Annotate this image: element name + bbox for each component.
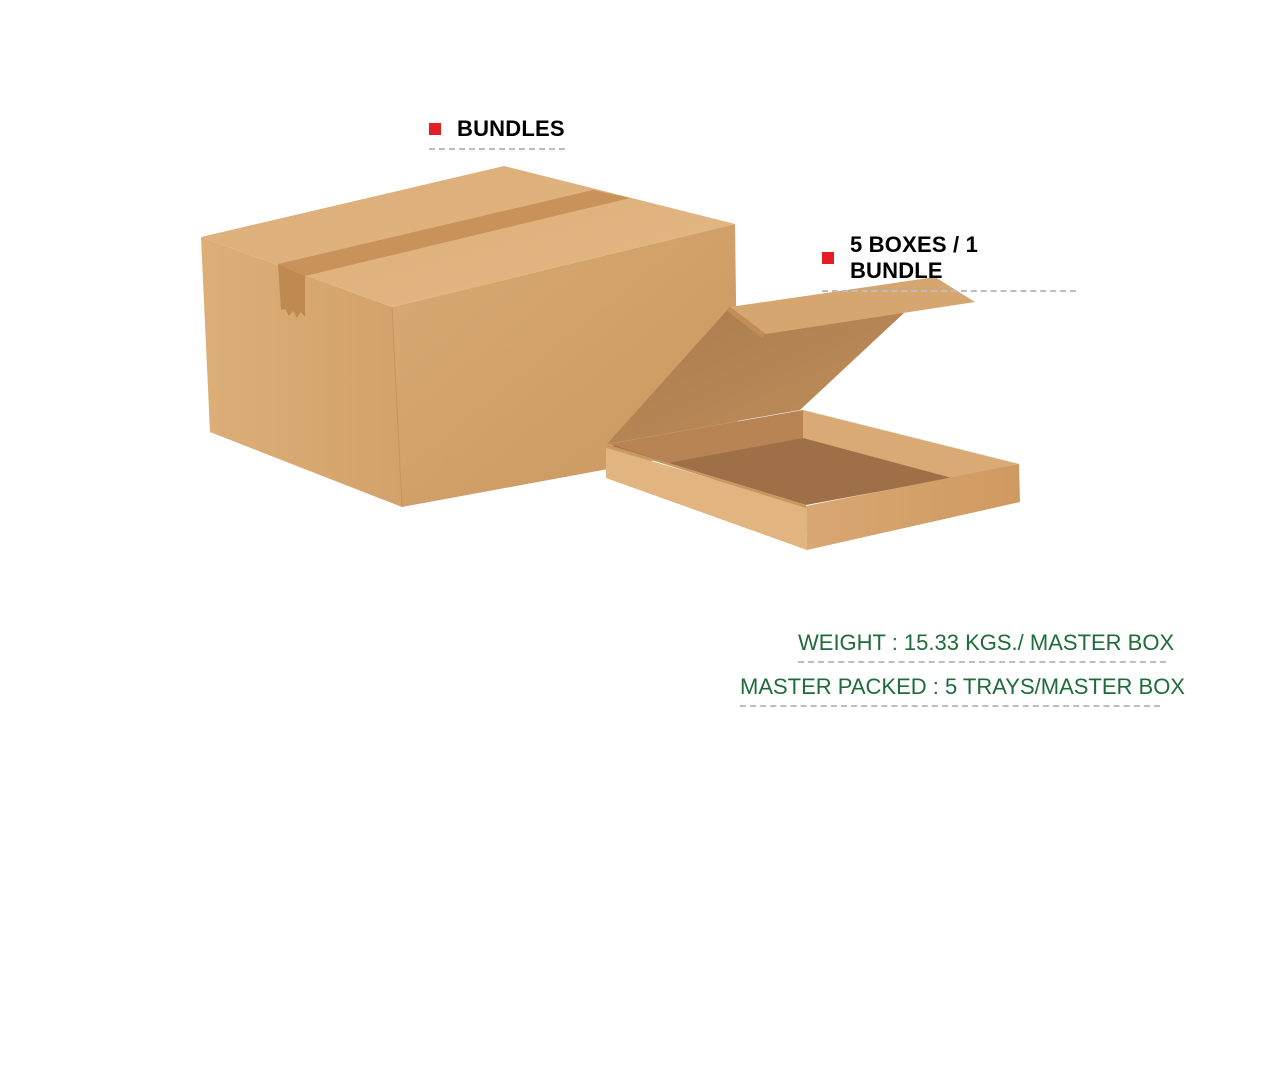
bundles-label-text: BUNDLES <box>457 116 565 141</box>
tray-front-wall <box>606 448 807 550</box>
tray-box <box>606 277 1020 550</box>
master-box-front-face <box>392 224 738 507</box>
master-box-left-face <box>201 237 402 507</box>
boxes-per-bundle-label: 5 BOXES / 1 BUNDLE <box>822 232 1076 292</box>
tray-side-wall <box>806 464 1020 550</box>
master-box <box>201 166 738 508</box>
tray-back-wall <box>610 410 803 463</box>
bundles-label: BUNDLES <box>429 116 565 150</box>
bullet-square-icon <box>429 123 441 135</box>
bullet-square-icon <box>822 252 834 264</box>
tray-right-inner-wall <box>803 410 1019 478</box>
boxes-per-bundle-label-text: 5 BOXES / 1 BUNDLE <box>849 232 979 283</box>
weight-info: WEIGHT : 15.33 KGS./ MASTER BOX <box>798 630 1174 663</box>
master-box-tape-flap <box>278 264 305 318</box>
tray-lid-inner <box>607 307 904 444</box>
master-packed-info: MASTER PACKED : 5 TRAYS/MASTER BOX <box>740 674 1185 707</box>
master-box-tape <box>278 190 630 276</box>
